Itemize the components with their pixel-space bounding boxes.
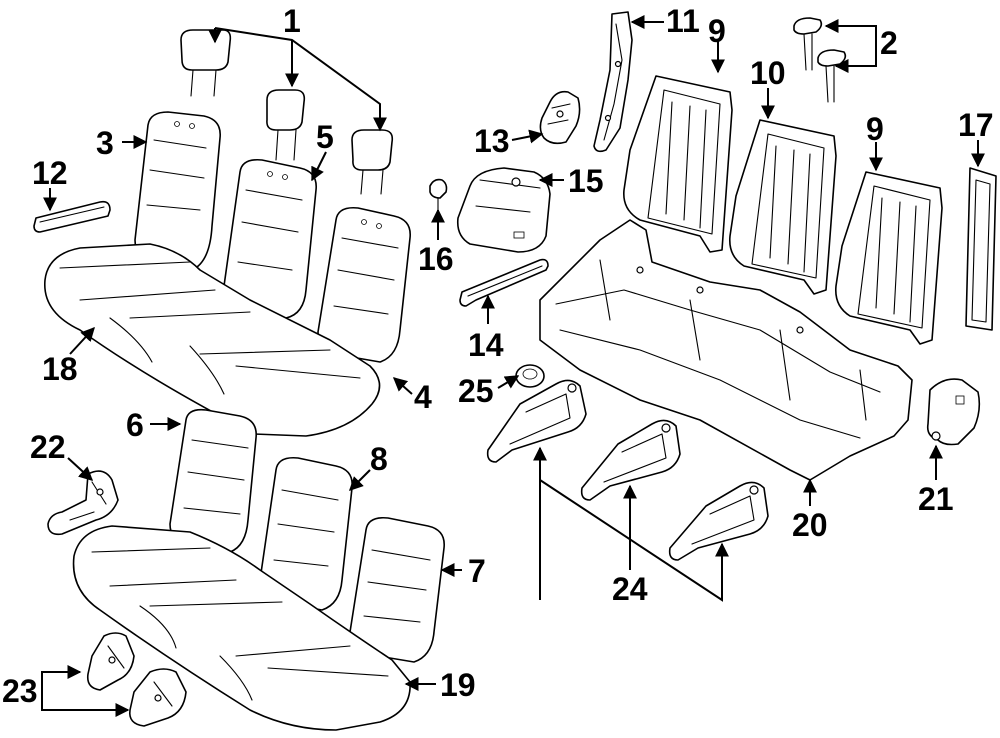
label-21: 21 — [918, 481, 954, 517]
trim-14 — [459, 258, 549, 307]
label-3: 3 — [96, 125, 114, 161]
label-18: 18 — [42, 351, 78, 387]
seat-base-frame-20 — [539, 219, 913, 481]
label-16: 16 — [418, 241, 454, 277]
bushing-25 — [515, 364, 545, 388]
seat-frame-9-left — [623, 75, 733, 253]
hinge-23-lower — [128, 668, 187, 727]
handle-13 — [539, 90, 581, 145]
label-23: 23 — [2, 673, 38, 709]
hinge-24-c — [668, 481, 769, 561]
label-24: 24 — [612, 571, 648, 607]
clip-16 — [429, 178, 448, 211]
label-4: 4 — [414, 379, 432, 415]
headrest-left — [180, 29, 232, 97]
label-25: 25 — [458, 373, 494, 409]
label-14: 14 — [468, 327, 504, 363]
seat-cushion-lower — [72, 525, 411, 731]
seat-frame-10 — [728, 119, 837, 295]
label-20: 20 — [792, 507, 828, 543]
label-7: 7 — [468, 553, 486, 589]
hinge-24-a — [486, 379, 587, 463]
label-9a: 9 — [708, 13, 726, 49]
label-11: 11 — [666, 3, 700, 39]
label-6: 6 — [126, 407, 144, 443]
hinge-bracket-22 — [47, 470, 119, 536]
label-13: 13 — [474, 123, 510, 159]
bolts-2 — [793, 17, 847, 103]
leader-lines — [41, 15, 985, 717]
label-19: 19 — [440, 667, 476, 703]
label-10: 10 — [750, 55, 786, 91]
seat-frame-9-right — [834, 171, 943, 345]
seat-back-lower-left — [169, 408, 257, 553]
seat-back-right — [317, 206, 411, 363]
armrest — [33, 200, 111, 233]
seat-back-center — [223, 158, 317, 319]
cover-15 — [456, 167, 551, 253]
label-8: 8 — [370, 441, 388, 477]
headrest-center — [266, 89, 306, 161]
bracket-11 — [593, 11, 633, 153]
seat-cushion-upper — [44, 243, 381, 437]
label-5: 5 — [316, 119, 334, 155]
label-22: 22 — [30, 429, 66, 465]
hinge-24-b — [580, 419, 681, 501]
hinge-23-upper — [86, 632, 135, 691]
headrest-right — [351, 129, 394, 195]
trim-strip-17 — [965, 167, 997, 331]
latch-plate-21 — [926, 378, 981, 446]
label-12: 12 — [32, 155, 68, 191]
label-17: 17 — [958, 107, 994, 143]
label-2: 2 — [880, 25, 898, 61]
label-9b: 9 — [866, 111, 884, 147]
label-1: 1 — [283, 3, 301, 39]
label-15: 15 — [568, 163, 604, 199]
